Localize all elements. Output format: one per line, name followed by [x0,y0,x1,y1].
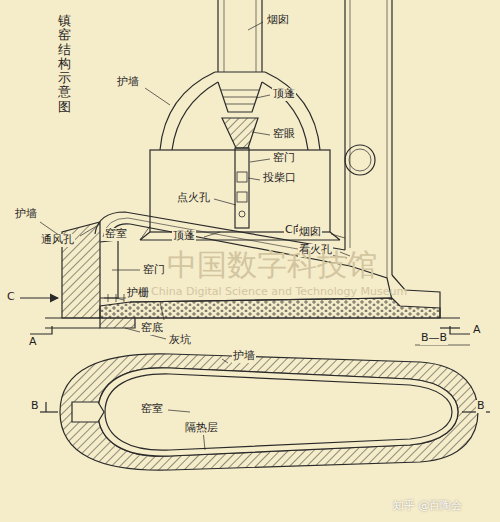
part-label: 护墙 [232,350,256,363]
part-label: 护墙 [116,76,140,89]
part-label: A [28,336,38,349]
part-label: 窑眼 [272,128,296,141]
part-label: 窑门 [272,152,296,165]
part-label: B [476,400,486,413]
part-label: 窑门 [142,264,166,277]
part-label: C [6,291,16,304]
part-label: 通风孔 [40,234,75,247]
part-label: 窑底 [140,322,164,335]
part-label: 灰坑 [168,334,192,347]
source-credit: 知乎 @百陶会 [392,500,464,513]
part-label: A [472,324,482,337]
part-label: 窑室 [140,403,164,416]
part-label: 护墙 [14,208,38,221]
part-label: 烟囱 [266,14,290,27]
part-label: B [30,400,40,413]
watermark: China Digital Science and Technology Mus… [150,286,408,299]
part-label: 隔热层 [184,422,219,435]
part-label: 顶蓬 [172,230,196,243]
part-label: 护栅 [126,287,150,300]
part-label: 窑室 [104,228,128,241]
part-label: 投柴口 [262,172,297,185]
figure-title: 镇窑结构示意图 [58,14,71,114]
part-label: 烟囱 [298,226,322,239]
watermark: 中国数字科技馆 [166,248,378,283]
part-label: 顶蓬 [272,88,296,101]
part-label: 点火孔 [176,192,211,205]
part-label: B—B [420,332,448,345]
